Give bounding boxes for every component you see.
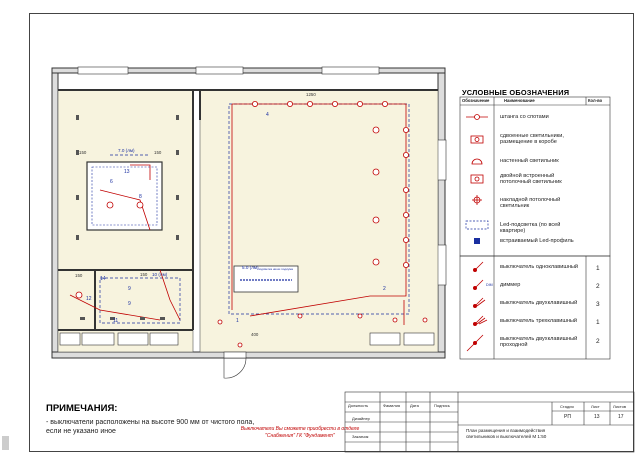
windows [77, 66, 447, 286]
room-note: подсветка ниши подиума [258, 267, 293, 271]
legend-item: Led-подсветка (по всей квартире) [500, 222, 561, 235]
svg-text:9: 9 [128, 286, 131, 292]
walls [51, 67, 446, 359]
switch-count: 3 [596, 301, 600, 308]
legend-col-count: Кол-во [588, 98, 603, 103]
switch-item: выключатель двухклавишный проходной [500, 336, 578, 349]
circuit-numbers: 4 2 1 9 9 12 6 8 13 14 11 [86, 112, 386, 324]
podium-niche [233, 265, 299, 293]
tb-description: План размещения и взаимодействия светиль… [466, 428, 547, 439]
svg-text:8: 8 [139, 194, 142, 200]
wiring [69, 103, 407, 325]
tb-stage: РП [564, 414, 571, 420]
edge-mark [2, 436, 9, 450]
svg-text:6: 6 [110, 179, 113, 185]
switch-item: выключатель одноклавишный [500, 264, 579, 270]
svg-text:1250: 1250 [306, 92, 316, 97]
legend-title: УСЛОВНЫЕ ОБОЗНАЧЕНИЯ [462, 88, 570, 97]
legend-item: сдвоенные светильники, размещение в коро… [500, 133, 564, 146]
legend-item: настенный светильник [500, 158, 559, 164]
tb-col-date: Дата [410, 403, 419, 408]
legend-item: встраиваемый Led-профиль [500, 238, 574, 244]
svg-text:150: 150 [79, 150, 87, 155]
switch-count: 2 [596, 338, 600, 345]
buy-note: Выключатели Вы сможете приобрести в отде… [240, 426, 360, 439]
legend-col-symbol: Обозначение [462, 98, 490, 103]
tb-sheets: 17 [618, 414, 624, 420]
dimensions: 150 150 150 1250 150 400 [75, 92, 316, 337]
room-label: 5.0 (лм) [242, 265, 259, 270]
notes-text: - выключатели расположены на высоте 900 … [46, 419, 255, 435]
svg-text:4: 4 [266, 112, 269, 118]
svg-text:150: 150 [154, 150, 162, 155]
switch-item: диммер [500, 282, 521, 288]
legend-item: двойной встроенный потолочный светильник [500, 173, 562, 186]
switch-item: выключатель двухклавишный [500, 300, 578, 306]
tb-row-position: Должность [348, 403, 369, 408]
spot-lights [75, 101, 409, 299]
svg-text:150: 150 [75, 273, 83, 278]
notes-title: ПРИМЕЧАНИЯ: [46, 403, 118, 414]
svg-text:2: 2 [383, 286, 386, 292]
svg-text:150: 150 [140, 272, 148, 277]
legend-item: накладной потолочный светильник [500, 197, 561, 210]
svg-text:13: 13 [124, 169, 130, 175]
tb-sheet-label: Лист [591, 404, 600, 409]
svg-text:9: 9 [128, 301, 131, 307]
fixtures [59, 332, 435, 346]
tb-sheet: 13 [594, 414, 600, 420]
legend-col-name: Наименование [504, 98, 535, 103]
tb-sheets-label: Листов [613, 404, 626, 409]
svg-text:14: 14 [100, 276, 106, 282]
living-room [199, 89, 439, 353]
svg-text:11: 11 [113, 318, 118, 324]
svg-text:400: 400 [251, 332, 259, 337]
switch-count: 1 [596, 265, 600, 272]
bath-label-1: 7.0 (лм) [118, 148, 135, 153]
bath-label-2: 10 (лм) [152, 272, 168, 277]
switch-item: выключатель трехклавишный [500, 318, 578, 324]
tb-row-client: Заказчик [352, 434, 369, 439]
tb-col-name: Фамилия [383, 403, 400, 408]
drawing-sheet [29, 13, 634, 452]
switch-count: 1 [596, 319, 600, 326]
tb-row-designer: Дизайнер [352, 416, 370, 421]
tb-col-sign: Подпись [434, 403, 450, 408]
switches [217, 313, 428, 348]
svg-text:12: 12 [86, 296, 92, 302]
svg-text:1: 1 [236, 318, 239, 324]
tb-stage-label: Стадия [560, 404, 574, 409]
entry-door [223, 351, 247, 379]
legend-item: штанга со спотами [500, 114, 549, 120]
box-lights [76, 115, 179, 320]
switch-count: 2 [596, 283, 600, 290]
plan-labels: 7.0 (лм) 10 (лм) 5.0 (лм) [118, 148, 259, 277]
